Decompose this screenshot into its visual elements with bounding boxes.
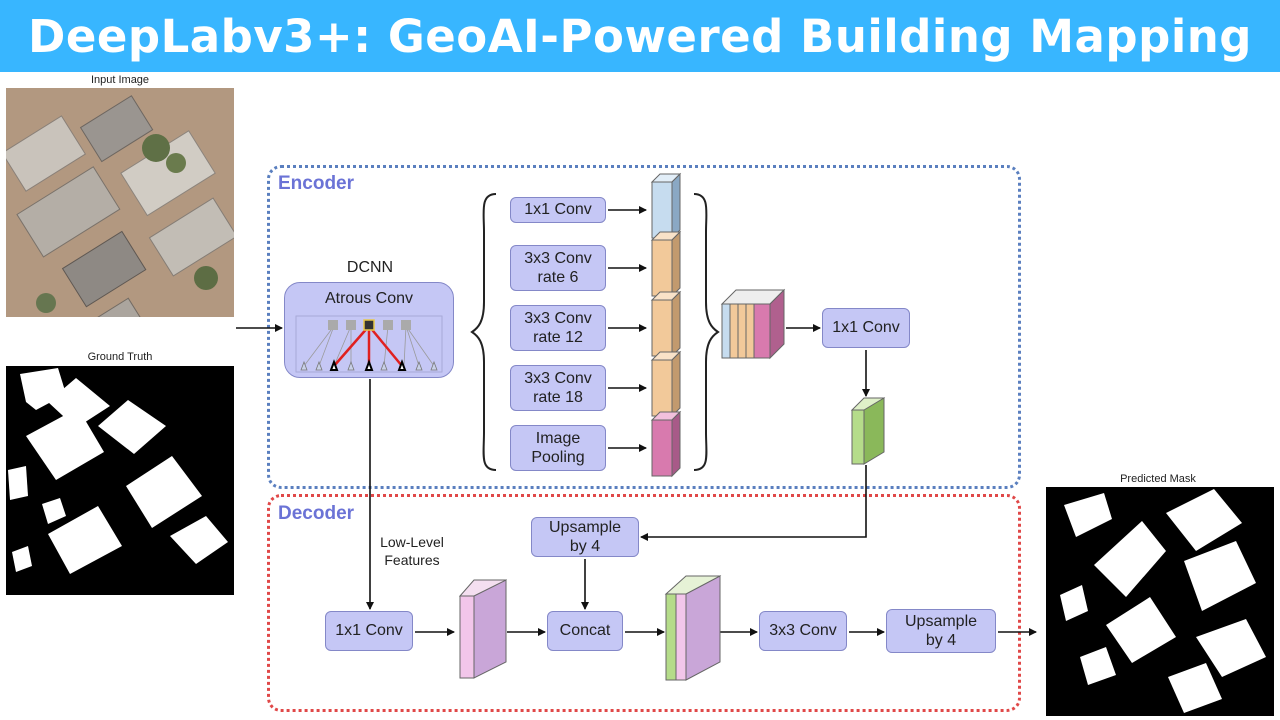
decoder-upsample-by-4-a: Upsample by 4: [531, 517, 639, 557]
aspp-branch-1x1-conv: 1x1 Conv: [510, 197, 606, 223]
ground-truth-label: Ground Truth: [87, 351, 153, 363]
decoder-concat: Concat: [547, 611, 623, 651]
page-title: DeepLabv3+: GeoAI-Powered Building Mappi…: [27, 9, 1253, 63]
ground-truth-image: [6, 366, 234, 595]
right-brace: [693, 193, 720, 471]
left-brace: [470, 193, 497, 471]
input-image: [6, 88, 234, 317]
aspp-branch-image-pooling: Image Pooling: [510, 425, 606, 471]
decoder-region: [267, 494, 1021, 712]
atrous-conv-label: Atrous Conv: [324, 290, 414, 307]
dcnn-label: DCNN: [346, 259, 394, 276]
aspp-branch-rate-12: 3x3 Conv rate 12: [510, 305, 606, 351]
input-image-label: Input Image: [90, 74, 150, 86]
aspp-branch-rate-18: 3x3 Conv rate 18: [510, 365, 606, 411]
predicted-mask-label: Predicted Mask: [1120, 473, 1196, 485]
low-level-features-label: Low-Level Features: [380, 534, 444, 568]
title-banner: DeepLabv3+: GeoAI-Powered Building Mappi…: [0, 0, 1280, 72]
decoder-1x1-conv: 1x1 Conv: [325, 611, 413, 651]
decoder-label: Decoder: [278, 503, 355, 524]
atrous-conv-icon: [295, 315, 443, 373]
decoder-3x3-conv: 3x3 Conv: [759, 611, 847, 651]
predicted-mask-image: [1046, 487, 1274, 716]
encoder-label: Encoder: [278, 173, 355, 194]
aspp-branch-rate-6: 3x3 Conv rate 6: [510, 245, 606, 291]
encoder-merge-1x1-conv: 1x1 Conv: [822, 308, 910, 348]
decoder-upsample-by-4-b: Upsample by 4: [886, 609, 996, 653]
